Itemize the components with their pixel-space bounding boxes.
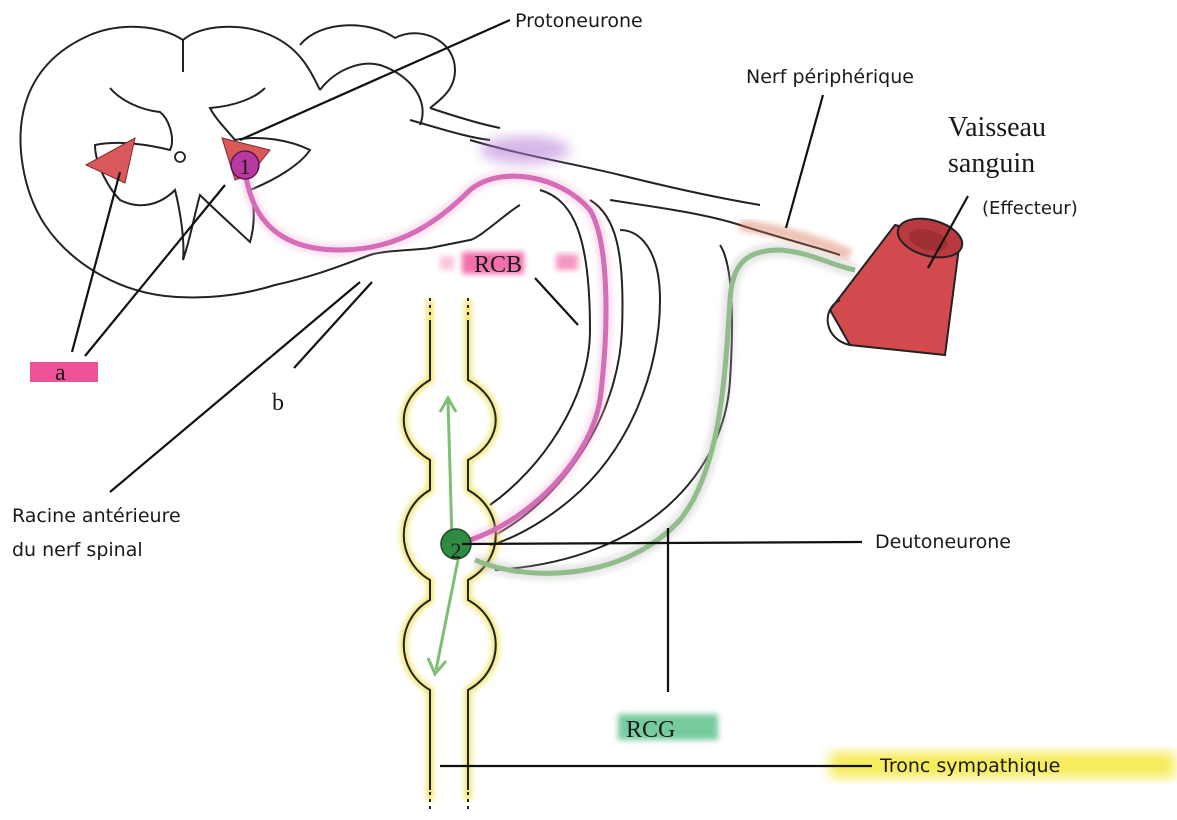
leader-racine bbox=[110, 282, 360, 492]
protoneurone-body: 1 bbox=[231, 151, 259, 179]
label-rcb: RCB bbox=[474, 252, 522, 278]
leader-nerf bbox=[786, 95, 823, 228]
label-racine-2: du nerf spinal bbox=[12, 539, 143, 561]
label-vaisseau: Vaisseau bbox=[948, 112, 1046, 143]
leader-protoneurone bbox=[240, 20, 510, 140]
neuron-1-label: 1 bbox=[240, 154, 251, 179]
leader-a-2 bbox=[85, 185, 225, 356]
blood-vessel bbox=[828, 212, 967, 355]
dorsal-root-blush bbox=[480, 136, 570, 164]
arrow-down bbox=[436, 560, 458, 670]
neuron-2-label: 2 bbox=[451, 538, 462, 563]
label-sanguin: sanguin bbox=[948, 148, 1035, 179]
postganglionic-fiber bbox=[475, 250, 855, 573]
leader-lines bbox=[72, 20, 968, 766]
label-racine-1: Racine antérieure bbox=[12, 505, 181, 527]
leader-deutoneurone bbox=[462, 542, 862, 544]
label-deutoneurone: Deutoneurone bbox=[875, 531, 1011, 553]
label-tronc-sympathique: Tronc sympathique bbox=[879, 755, 1060, 777]
label-nerf-peripherique: Nerf périphérique bbox=[746, 66, 914, 88]
deutoneurone-body: 2 bbox=[441, 529, 471, 563]
leader-b bbox=[294, 282, 372, 368]
arrow-up bbox=[448, 400, 452, 540]
leader-rcb bbox=[535, 278, 578, 325]
label-rcg: RCG bbox=[626, 717, 675, 743]
left-lateral-horn bbox=[86, 138, 135, 183]
label-protoneurone: Protoneurone bbox=[515, 10, 643, 32]
label-a: a bbox=[55, 360, 66, 386]
label-effecteur: (Effecteur) bbox=[982, 198, 1078, 219]
label-b: b bbox=[272, 390, 284, 416]
